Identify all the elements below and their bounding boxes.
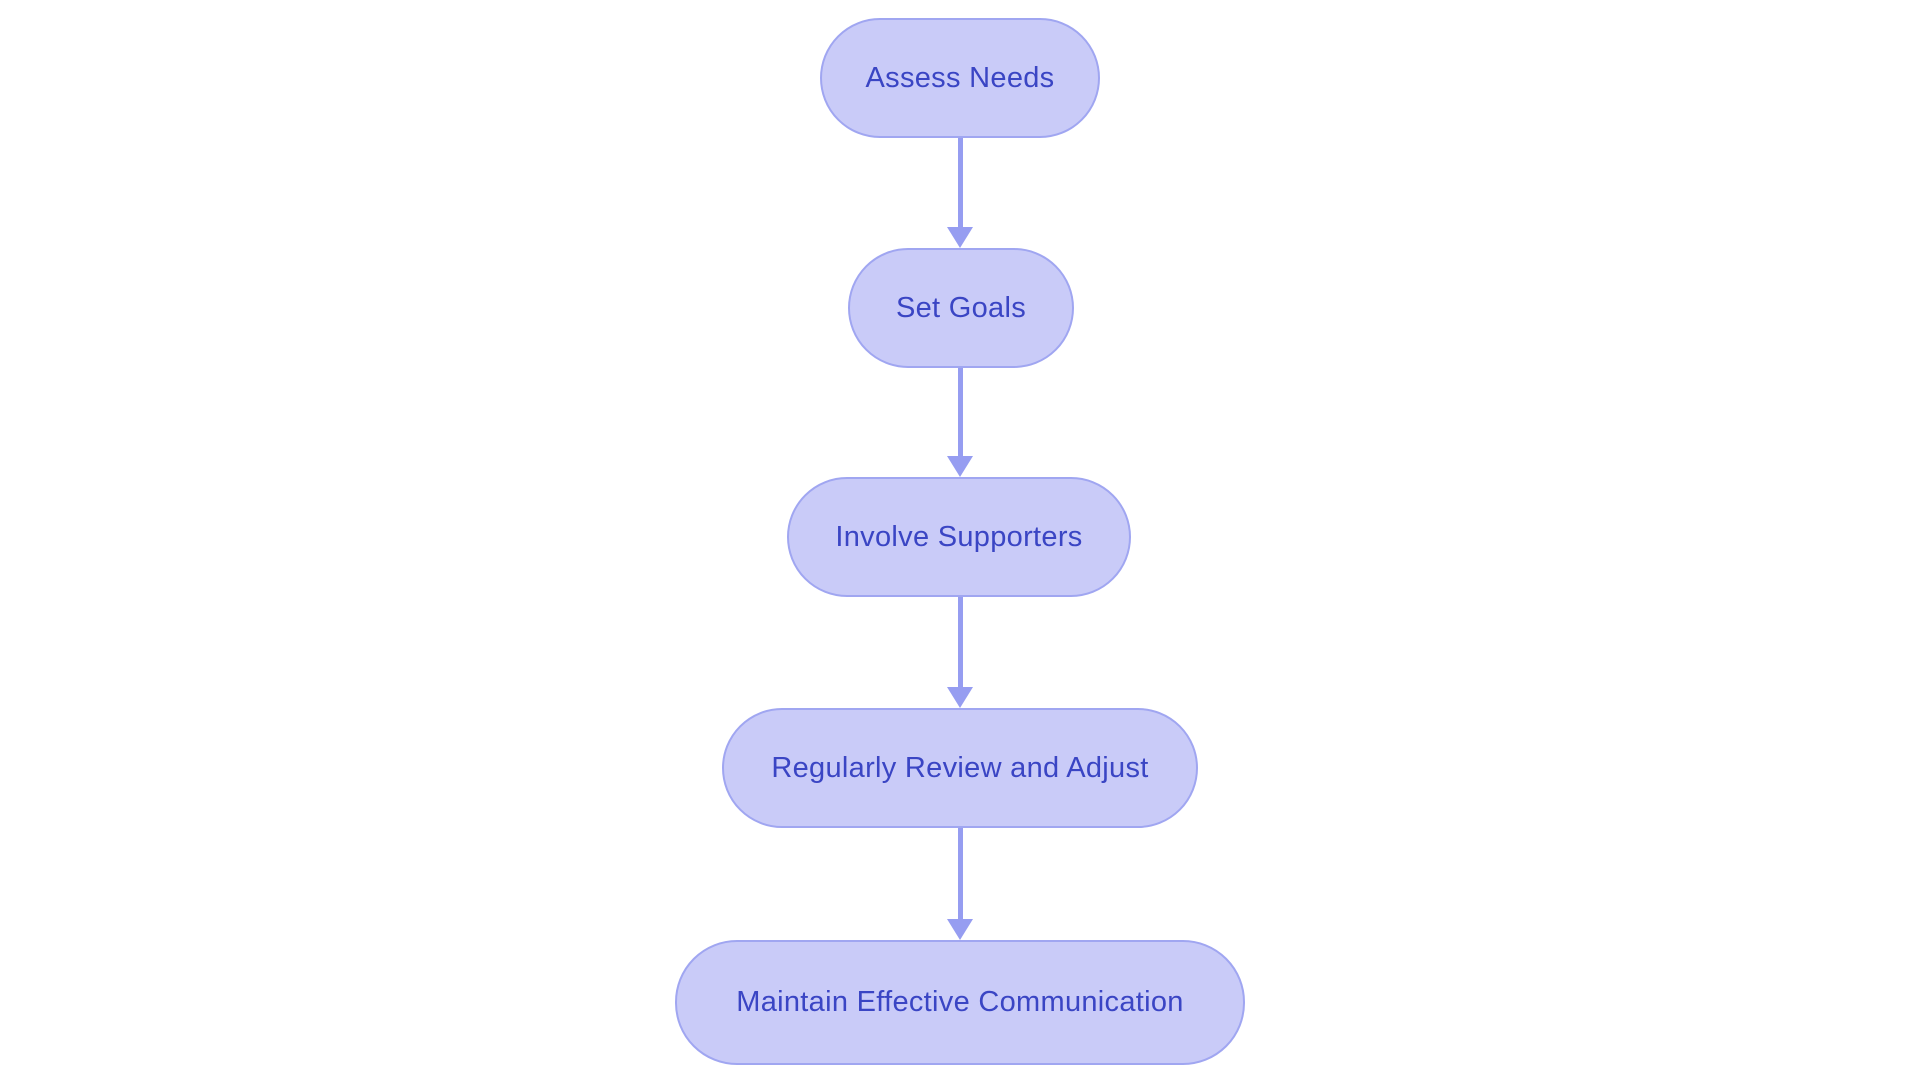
arrow-head-icon	[947, 456, 973, 477]
arrow-head-icon	[947, 227, 973, 248]
flow-node-involve-supporters: Involve Supporters	[787, 477, 1131, 597]
node-label: Maintain Effective Communication	[736, 986, 1184, 1018]
arrow-line	[957, 368, 963, 456]
flow-node-set-goals: Set Goals	[848, 248, 1074, 368]
arrow-line	[957, 138, 963, 227]
arrow-line	[957, 597, 963, 687]
flow-node-maintain-effective-communication: Maintain Effective Communication	[675, 940, 1245, 1065]
arrow-line	[957, 828, 963, 919]
flow-node-assess-needs: Assess Needs	[820, 18, 1100, 138]
node-label: Set Goals	[895, 291, 1027, 324]
node-label: Regularly Review and Adjust	[771, 751, 1149, 784]
node-label: Assess Needs	[865, 61, 1055, 94]
flow-edge-4	[947, 828, 973, 940]
arrow-head-icon	[947, 919, 973, 940]
flow-edge-2	[947, 368, 973, 477]
flow-edge-3	[947, 597, 973, 708]
arrow-head-icon	[947, 687, 973, 708]
flow-node-regularly-review-and-adjust: Regularly Review and Adjust	[722, 708, 1198, 828]
node-label: Involve Supporters	[835, 520, 1083, 553]
flow-edge-1	[947, 138, 973, 248]
